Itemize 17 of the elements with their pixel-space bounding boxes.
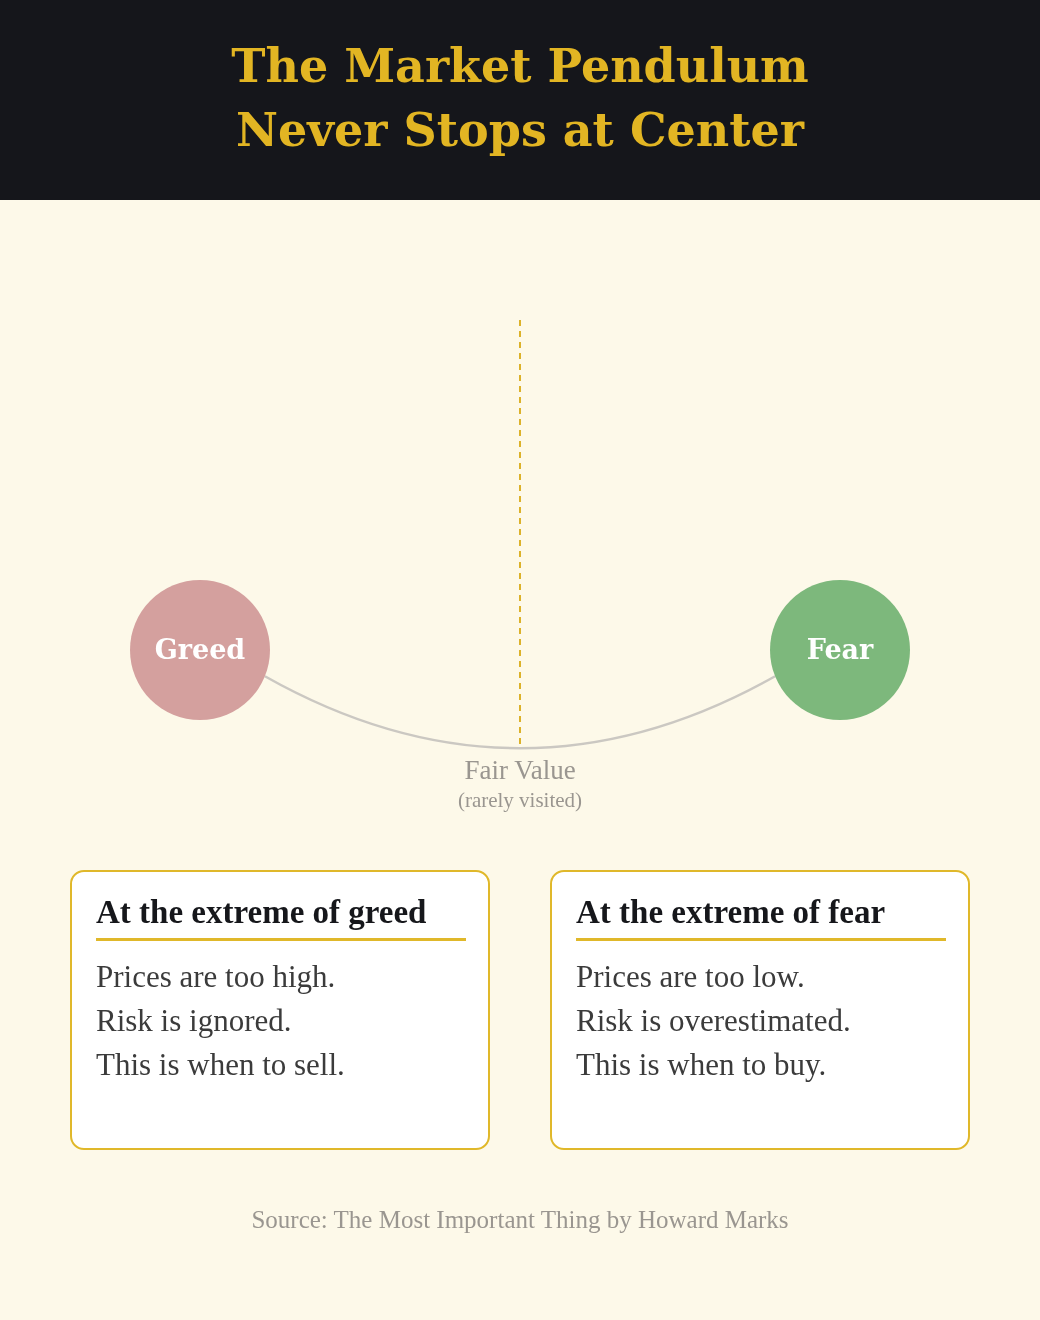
info-card — [70, 870, 490, 1150]
card-text: Risk is overestimated. — [576, 1002, 851, 1040]
center-note: (rarely visited) — [457, 788, 583, 813]
card-text: Risk is ignored. — [96, 1002, 292, 1040]
source-note: Source: The Most Important Thing by Howard Marks — [251, 1205, 789, 1235]
arc-connector — [264, 675, 776, 750]
card-text: Prices are too high. — [96, 958, 336, 996]
center-label: Fair Value — [464, 754, 576, 786]
title: The Market Pendulum Never Stops at Center — [230, 38, 810, 159]
card-text: Prices are too low. — [576, 958, 805, 996]
info-card — [550, 870, 970, 1150]
circle-label: Fear — [806, 634, 874, 666]
circle-label: Greed — [154, 634, 246, 666]
card-heading: At the extreme of greed — [96, 893, 427, 932]
card-text: This is when to buy. — [576, 1046, 827, 1084]
card-text: This is when to sell. — [96, 1046, 345, 1084]
card-heading: At the extreme of fear — [576, 893, 886, 932]
